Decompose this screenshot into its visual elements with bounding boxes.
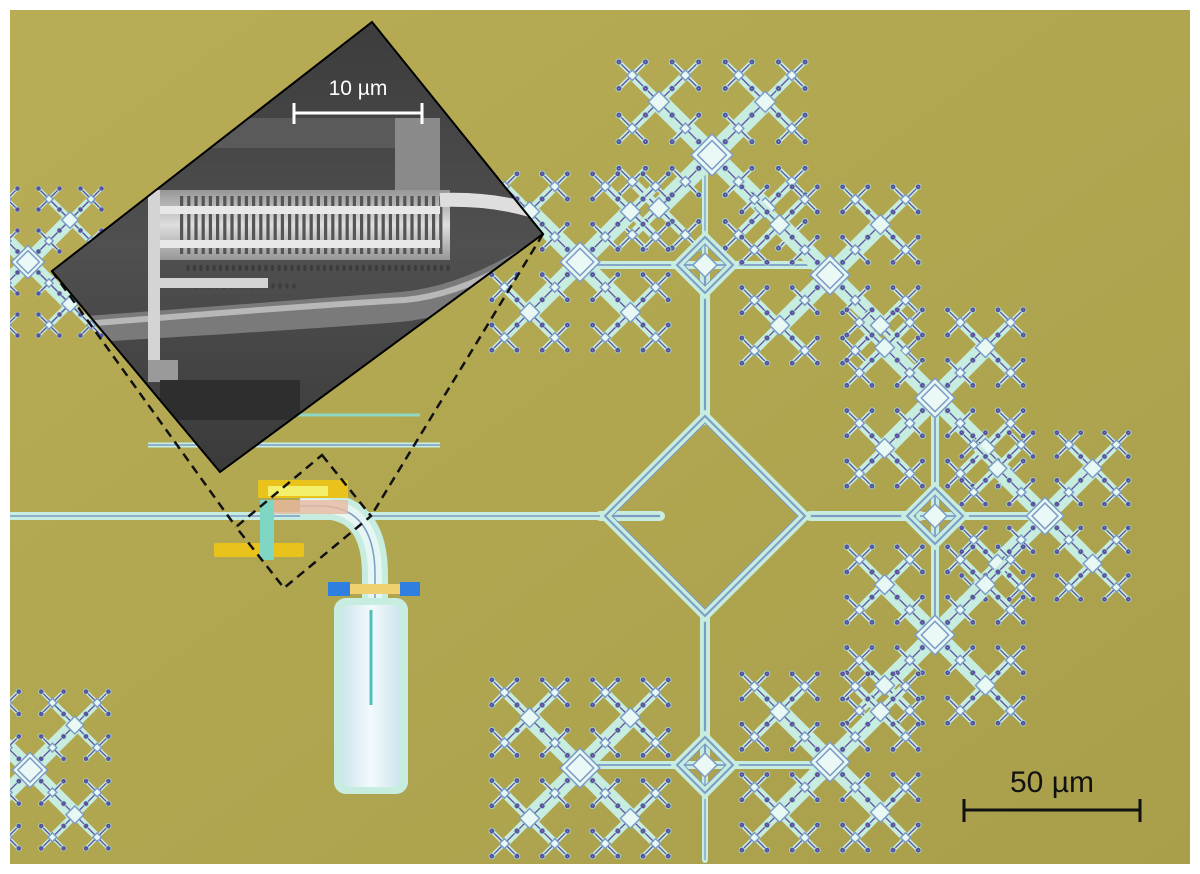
photonic-device [214, 480, 420, 794]
zoom-region-box [234, 453, 373, 590]
scale-bar-main-label: 50 µm [1010, 766, 1094, 799]
micrograph-image [10, 10, 1190, 864]
scale-bar-inset-label: 10 µm [328, 77, 388, 100]
sem-inset [50, 20, 545, 474]
fractal-waveguide-network [10, 58, 1132, 863]
sem-comb-fingers [160, 196, 443, 254]
zoom-line-left [50, 270, 238, 528]
blue-electrode-right [400, 582, 420, 596]
blue-electrode-left [328, 582, 350, 596]
zoom-indicator [50, 233, 545, 590]
zoom-line-right [369, 233, 545, 517]
scale-bar-inset [292, 103, 424, 124]
bottom-electrode [214, 543, 304, 557]
scale-bar-main [962, 799, 1142, 822]
sem-hole-array [186, 264, 450, 289]
